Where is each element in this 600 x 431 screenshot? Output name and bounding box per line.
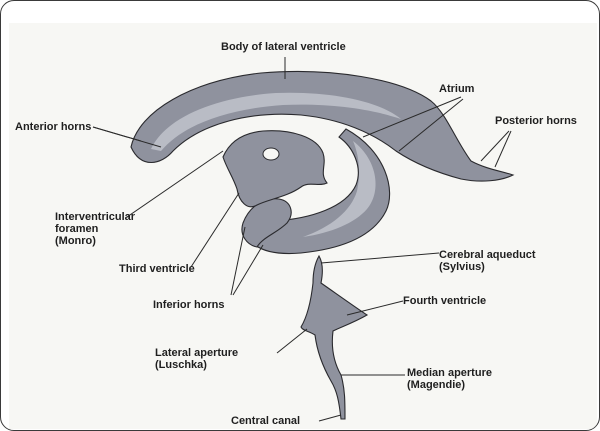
label-body-of-lateral-ventricle: Body of lateral ventricle xyxy=(221,41,346,53)
leader-posterior-2 xyxy=(495,131,511,167)
leader-fourth xyxy=(347,301,403,315)
label-central-canal: Central canal xyxy=(231,415,300,427)
label-atrium: Atrium xyxy=(439,83,474,95)
label-inferior-horns: Inferior horns xyxy=(153,299,225,311)
leader-central-canal xyxy=(319,415,341,421)
label-lateral-aperture: Lateral aperture (Luschka) xyxy=(155,347,238,371)
label-third-ventricle: Third ventricle xyxy=(119,263,195,275)
label-interventricular-foramen: Interventricular foramen (Monro) xyxy=(55,211,135,247)
label-cerebral-aqueduct: Cerebral aqueduct (Sylvius) xyxy=(439,249,536,273)
leader-aqueduct xyxy=(321,253,439,263)
leader-atrium-2 xyxy=(399,99,463,151)
label-anterior-horns: Anterior horns xyxy=(15,121,91,133)
leader-foramen xyxy=(127,151,223,217)
leader-anterior-2 xyxy=(93,127,141,141)
leader-lateral-aperture xyxy=(277,329,307,353)
leader-inferior-2 xyxy=(233,245,263,295)
leader-inferior-1 xyxy=(231,227,245,295)
label-posterior-horns: Posterior horns xyxy=(495,115,577,127)
leader-atrium-1 xyxy=(363,97,461,137)
label-median-aperture: Median aperture (Magendie) xyxy=(407,367,492,391)
label-fourth-ventricle: Fourth ventricle xyxy=(403,295,486,307)
leader-third xyxy=(191,193,239,267)
